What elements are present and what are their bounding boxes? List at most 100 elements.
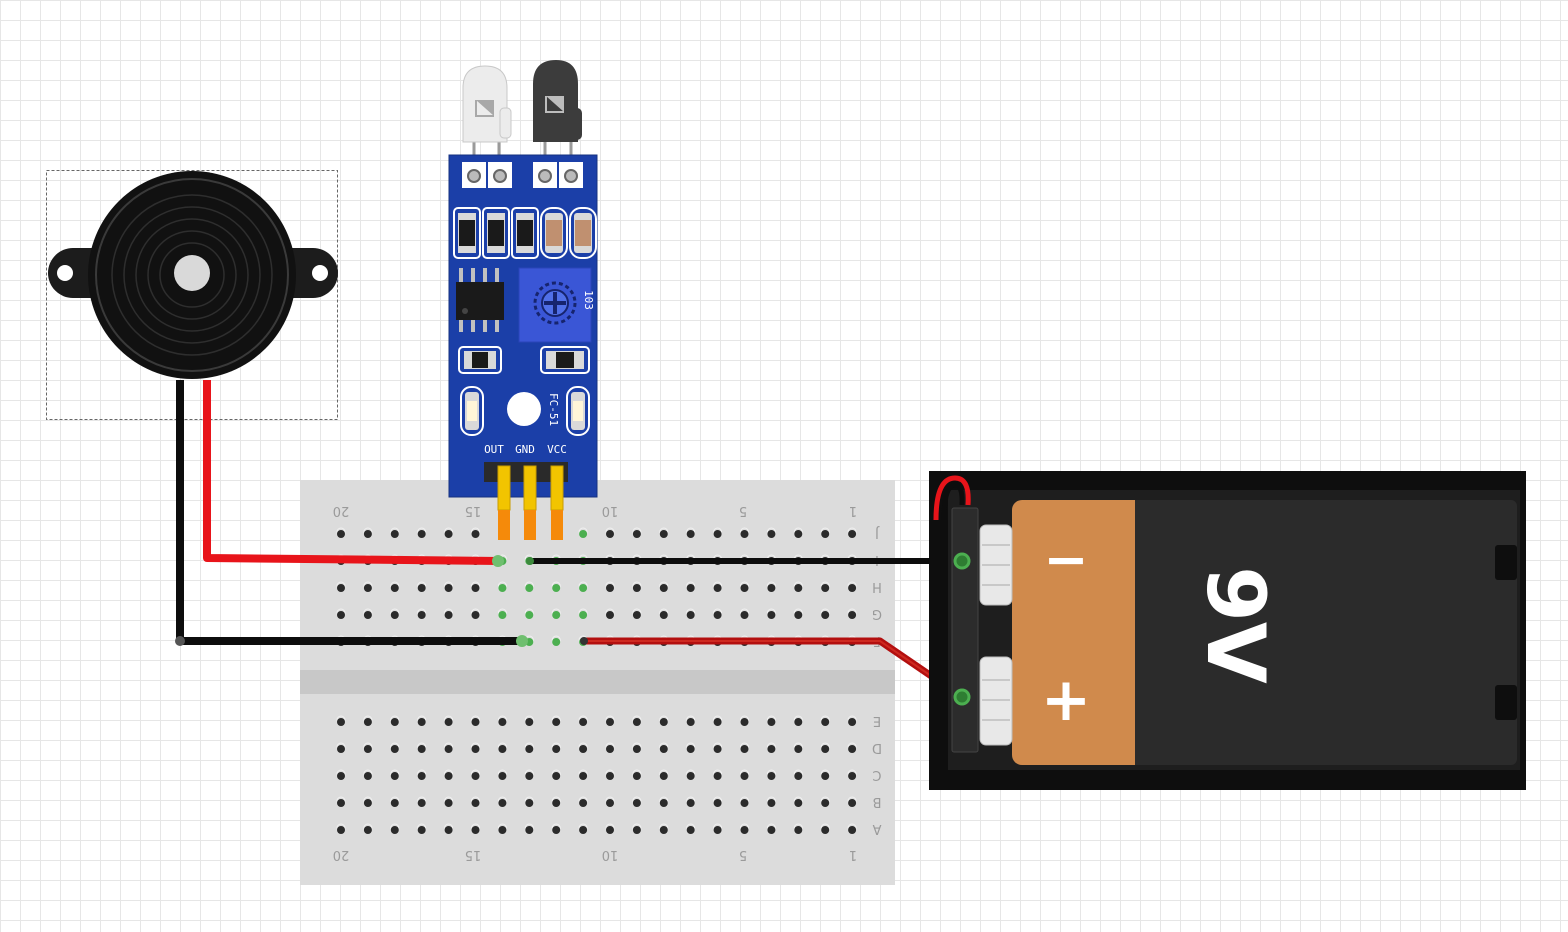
breadboard-hole[interactable] (794, 611, 803, 619)
breadboard-hole[interactable] (713, 611, 722, 619)
breadboard-hole[interactable] (713, 530, 722, 538)
battery-plus-connector[interactable] (953, 688, 971, 706)
breadboard-hole[interactable] (821, 530, 830, 538)
breadboard-hole[interactable] (337, 584, 345, 592)
breadboard-hole[interactable] (848, 826, 857, 834)
breadboard-hole[interactable] (525, 799, 534, 807)
breadboard-hole[interactable] (417, 826, 426, 834)
breadboard-hole[interactable] (821, 745, 830, 753)
breadboard-hole[interactable] (498, 745, 507, 753)
breadboard-hole[interactable] (471, 530, 480, 538)
breadboard-hole[interactable] (363, 611, 372, 619)
breadboard-hole[interactable] (606, 772, 614, 780)
breadboard-hole[interactable] (579, 718, 588, 726)
breadboard-hole[interactable] (740, 799, 749, 807)
breadboard-hole[interactable] (579, 799, 588, 807)
breadboard-hole[interactable] (417, 799, 426, 807)
breadboard-hole[interactable] (363, 826, 372, 834)
breadboard-hole[interactable] (606, 718, 614, 726)
breadboard-hole[interactable] (552, 718, 561, 726)
breadboard-hole[interactable] (794, 584, 803, 592)
breadboard-hole[interactable] (498, 584, 507, 592)
breadboard-hole[interactable] (686, 584, 695, 592)
breadboard-hole[interactable] (740, 718, 749, 726)
breadboard-hole[interactable] (821, 772, 830, 780)
breadboard-hole[interactable] (848, 799, 857, 807)
breadboard-hole[interactable] (848, 530, 857, 538)
breadboard-hole[interactable] (767, 530, 776, 538)
breadboard-hole[interactable] (686, 530, 695, 538)
breadboard-hole[interactable] (848, 584, 857, 592)
breadboard-hole[interactable] (740, 772, 749, 780)
breadboard-hole[interactable] (579, 530, 588, 538)
ir-sensor-module[interactable]: 103 FC-51 OUT GND VCC (448, 60, 598, 540)
breadboard-hole[interactable] (471, 745, 480, 753)
breadboard-hole[interactable] (337, 611, 345, 619)
breadboard-hole[interactable] (471, 611, 480, 619)
breadboard-hole[interactable] (498, 611, 507, 619)
breadboard-hole[interactable] (498, 772, 507, 780)
breadboard-hole[interactable] (606, 611, 614, 619)
breadboard-hole[interactable] (740, 584, 749, 592)
battery-minus-connector[interactable] (953, 552, 971, 570)
breadboard-hole[interactable] (444, 745, 453, 753)
breadboard-hole[interactable] (821, 718, 830, 726)
breadboard-hole[interactable] (417, 530, 426, 538)
breadboard-hole[interactable] (848, 611, 857, 619)
breadboard-hole[interactable] (767, 611, 776, 619)
breadboard-hole[interactable] (767, 584, 776, 592)
breadboard-hole[interactable] (525, 611, 534, 619)
breadboard-hole[interactable] (794, 718, 803, 726)
breadboard-hole[interactable] (417, 745, 426, 753)
breadboard-hole[interactable] (525, 745, 534, 753)
breadboard-hole[interactable] (767, 799, 776, 807)
breadboard-hole[interactable] (471, 799, 480, 807)
breadboard-hole[interactable] (390, 584, 399, 592)
breadboard-hole[interactable] (552, 611, 561, 619)
breadboard-hole[interactable] (363, 799, 372, 807)
breadboard-hole[interactable] (525, 772, 534, 780)
breadboard-hole[interactable] (632, 718, 641, 726)
breadboard-hole[interactable] (632, 745, 641, 753)
breadboard-hole[interactable] (552, 584, 561, 592)
breadboard-hole[interactable] (390, 530, 399, 538)
breadboard-hole[interactable] (632, 799, 641, 807)
breadboard-hole[interactable] (606, 799, 614, 807)
breadboard-hole[interactable] (444, 718, 453, 726)
breadboard-hole[interactable] (337, 530, 345, 538)
breadboard-hole[interactable] (713, 745, 722, 753)
breadboard-hole[interactable] (363, 584, 372, 592)
breadboard-hole[interactable] (632, 530, 641, 538)
breadboard-hole[interactable] (848, 745, 857, 753)
breadboard-hole[interactable] (740, 826, 749, 834)
breadboard-hole[interactable] (794, 799, 803, 807)
breadboard-hole[interactable] (821, 826, 830, 834)
breadboard-hole[interactable] (659, 745, 668, 753)
breadboard-hole[interactable] (444, 530, 453, 538)
breadboard-hole[interactable] (337, 772, 345, 780)
breadboard-hole[interactable] (417, 584, 426, 592)
piezo-buzzer-icon[interactable] (46, 170, 339, 420)
breadboard-hole[interactable] (659, 718, 668, 726)
wire-red-buzzer[interactable] (203, 380, 501, 565)
breadboard-hole[interactable] (579, 745, 588, 753)
breadboard-hole[interactable] (498, 826, 507, 834)
breadboard-hole[interactable] (579, 826, 588, 834)
breadboard-hole[interactable] (686, 718, 695, 726)
battery-9v[interactable]: − + 9V (929, 471, 1526, 790)
breadboard-hole[interactable] (552, 826, 561, 834)
breadboard-hole[interactable] (471, 718, 480, 726)
breadboard-hole[interactable] (579, 584, 588, 592)
breadboard-hole[interactable] (498, 799, 507, 807)
breadboard-hole[interactable] (417, 718, 426, 726)
breadboard-hole[interactable] (471, 584, 480, 592)
breadboard-hole[interactable] (444, 772, 453, 780)
breadboard-hole[interactable] (713, 772, 722, 780)
breadboard-hole[interactable] (363, 772, 372, 780)
breadboard-hole[interactable] (444, 826, 453, 834)
breadboard-hole[interactable] (579, 772, 588, 780)
breadboard-hole[interactable] (337, 745, 345, 753)
breadboard-hole[interactable] (740, 530, 749, 538)
breadboard-hole[interactable] (444, 799, 453, 807)
breadboard-hole[interactable] (767, 826, 776, 834)
